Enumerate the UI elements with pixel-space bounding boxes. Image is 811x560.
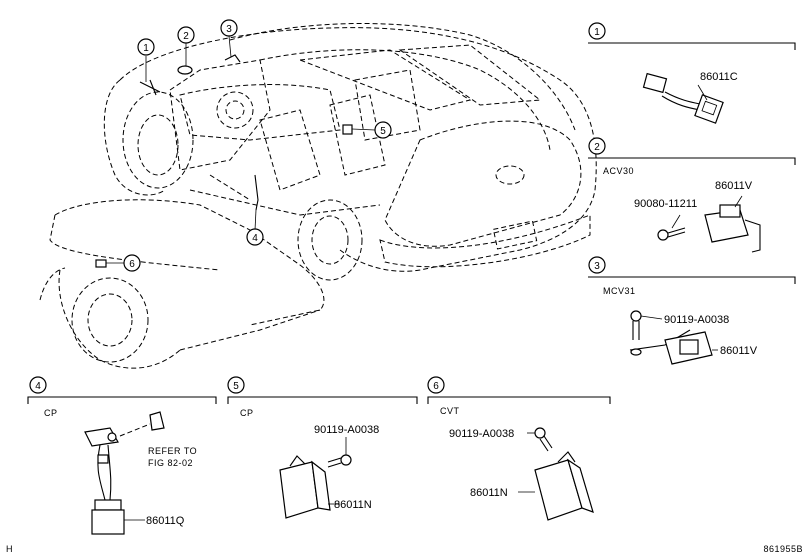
- section-5-number: 5: [233, 381, 239, 392]
- callout-1: 1: [137, 38, 155, 56]
- callout-4-label: 4: [252, 233, 258, 244]
- section-4-number: 4: [35, 381, 41, 392]
- callout-1-label: 1: [143, 43, 149, 54]
- section-6: 6 CVT 90119-A0038 86011N: [427, 376, 611, 521]
- vehicle-illustration: [39, 23, 597, 369]
- callout-5: 5: [374, 121, 392, 139]
- section-3: 3 MCV31 90119-A0038 86011V: [588, 256, 796, 365]
- callout-6: 6: [123, 254, 141, 272]
- section-1: 1 86011C: [588, 22, 796, 124]
- section-2-part-1: 90080-11211: [634, 198, 697, 210]
- figure-code: 861955B: [763, 544, 803, 554]
- callout-4: 4: [246, 228, 264, 246]
- section-4-refer-line-1: REFER TO: [148, 446, 197, 456]
- callout-2-label: 2: [183, 31, 189, 42]
- callout-leaders: [106, 35, 376, 264]
- section-3-part-2: 86011V: [720, 345, 758, 357]
- section-5-part-2: 86011N: [334, 499, 372, 511]
- callout-3-label: 3: [226, 24, 232, 35]
- section-6-part-2: 86011N: [470, 487, 508, 499]
- section-1-number: 1: [594, 27, 600, 38]
- section-2-part-2: 86011V: [715, 180, 753, 192]
- section-4-part-1: 86011Q: [146, 515, 185, 527]
- callout-2: 2: [177, 26, 195, 44]
- section-3-variant: MCV31: [603, 286, 636, 296]
- footer-left-mark: H: [6, 544, 13, 554]
- section-6-part-1: 90119-A0038: [449, 428, 514, 440]
- section-4-variant: CP: [44, 408, 58, 418]
- callout-3: 3: [220, 19, 238, 37]
- section-5-part-1: 90119-A0038: [314, 424, 379, 436]
- section-3-part-1: 90119-A0038: [664, 314, 729, 326]
- section-5-variant: CP: [240, 408, 254, 418]
- section-2: 2 ACV30 90080-11211 86011V: [588, 137, 796, 253]
- section-2-number: 2: [594, 142, 600, 153]
- section-5: 5 CP 90119-A0038 86011N: [227, 376, 418, 519]
- section-4-refer-line-2: FIG 82-02: [148, 458, 193, 468]
- section-3-number: 3: [594, 261, 600, 272]
- section-6-variant: CVT: [440, 406, 460, 416]
- section-4: 4 CP REFER TO FIG 82-02 86011Q: [27, 376, 217, 535]
- section-1-part-1: 86011C: [700, 71, 738, 83]
- callout-6-label: 6: [129, 259, 135, 270]
- section-2-variant: ACV30: [603, 166, 634, 176]
- section-6-number: 6: [433, 381, 439, 392]
- callout-5-label: 5: [380, 126, 386, 137]
